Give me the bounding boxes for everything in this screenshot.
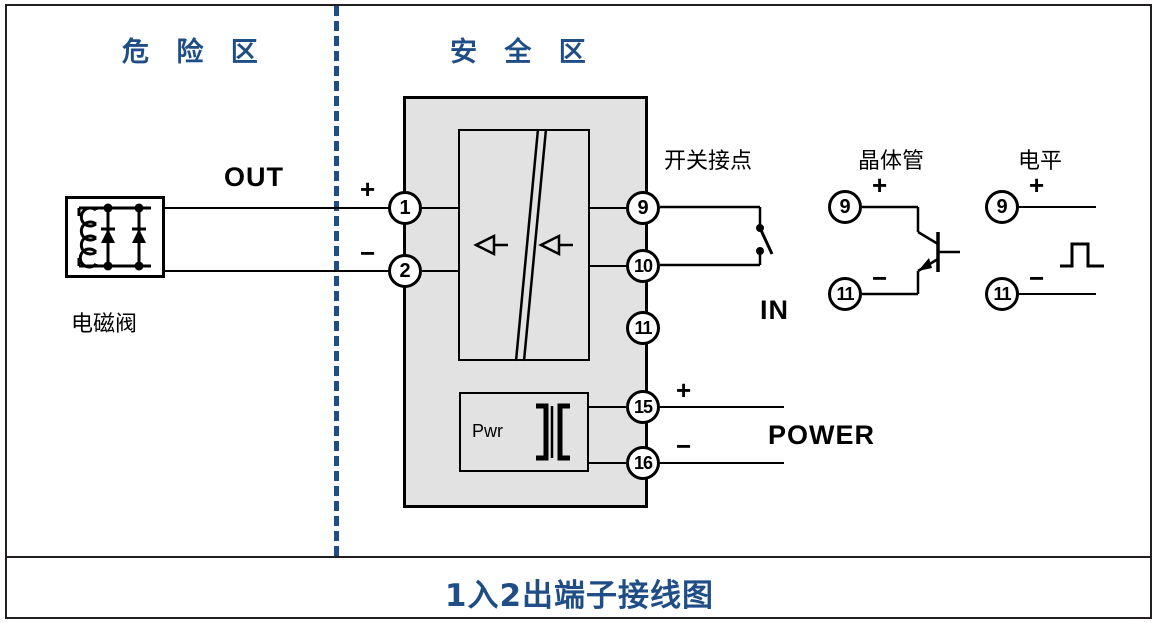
wire-out-negative [165, 270, 390, 272]
channel-1-direction-icon [473, 233, 508, 257]
wire-power-positive [660, 406, 784, 408]
diagram-caption: 1入2出端子接线图 [444, 578, 715, 614]
solenoid-valve-label: 电磁阀 [71, 312, 138, 337]
terminal-15[interactable]: 15 [626, 390, 660, 424]
transistor-terminal-11[interactable]: 11 [828, 277, 862, 311]
wire-level-positive [1019, 206, 1096, 208]
hazardous-zone-label: 危 险 区 [122, 37, 267, 68]
wire-channel-to-terminal10 [588, 265, 646, 267]
terminal-10[interactable]: 10 [626, 249, 660, 283]
power-block-label: Pwr [472, 421, 503, 441]
level-terminal-11-sign: − [1029, 263, 1045, 293]
terminal-11[interactable]: 11 [626, 311, 660, 345]
power-terminal-rail [646, 390, 648, 480]
caption-separator [5, 556, 1152, 558]
transistor-terminal-9-sign: + [872, 170, 888, 200]
transistor-terminal-9[interactable]: 9 [828, 190, 862, 224]
level-terminal-9-sign: + [1029, 170, 1045, 200]
isolation-channel-block [458, 129, 590, 361]
terminal-1-sign: + [360, 174, 376, 204]
terminal-2[interactable]: 2 [388, 254, 422, 288]
level-terminal-11[interactable]: 11 [985, 277, 1019, 311]
switch-contact-symbol [660, 205, 774, 267]
pulse-waveform-icon [1060, 242, 1104, 268]
solenoid-valve-symbol [77, 203, 151, 271]
transistor-terminal-11-sign: − [872, 263, 888, 293]
power-label: POWER [768, 420, 876, 450]
wire-channel-to-terminal9 [588, 207, 646, 209]
safe-zone-label: 安 全 区 [450, 37, 595, 68]
out-label: OUT [224, 162, 284, 192]
switch-contact-title: 开关接点 [664, 149, 753, 174]
transformer-icon [536, 403, 570, 461]
in-label: IN [760, 295, 789, 325]
terminal-1[interactable]: 1 [388, 191, 422, 225]
level-terminal-9[interactable]: 9 [985, 190, 1019, 224]
wire-power-negative [660, 462, 784, 464]
terminal-2-sign: − [360, 238, 376, 268]
wire-pwr-to-terminal16 [588, 462, 646, 464]
terminal-15-sign: + [676, 375, 692, 405]
zone-divider-dashed-line [334, 6, 339, 556]
isolation-barrier-slant [514, 128, 548, 362]
level-title: 电平 [1018, 149, 1063, 174]
wire-terminal2-to-channel [405, 270, 460, 272]
wire-level-negative [1019, 293, 1096, 295]
npn-transistor-symbol [862, 205, 960, 296]
wire-pwr-to-terminal15 [588, 406, 646, 408]
terminal-16[interactable]: 16 [626, 446, 660, 480]
wire-terminal1-to-channel [405, 207, 460, 209]
terminal-16-sign: − [676, 431, 692, 461]
channel-2-direction-icon [538, 233, 573, 257]
terminal-9[interactable]: 9 [626, 191, 660, 225]
transistor-title: 晶体管 [858, 149, 925, 174]
wire-out-positive [165, 207, 390, 209]
left-terminal-rail [404, 180, 406, 300]
diagram-frame [5, 4, 1152, 619]
